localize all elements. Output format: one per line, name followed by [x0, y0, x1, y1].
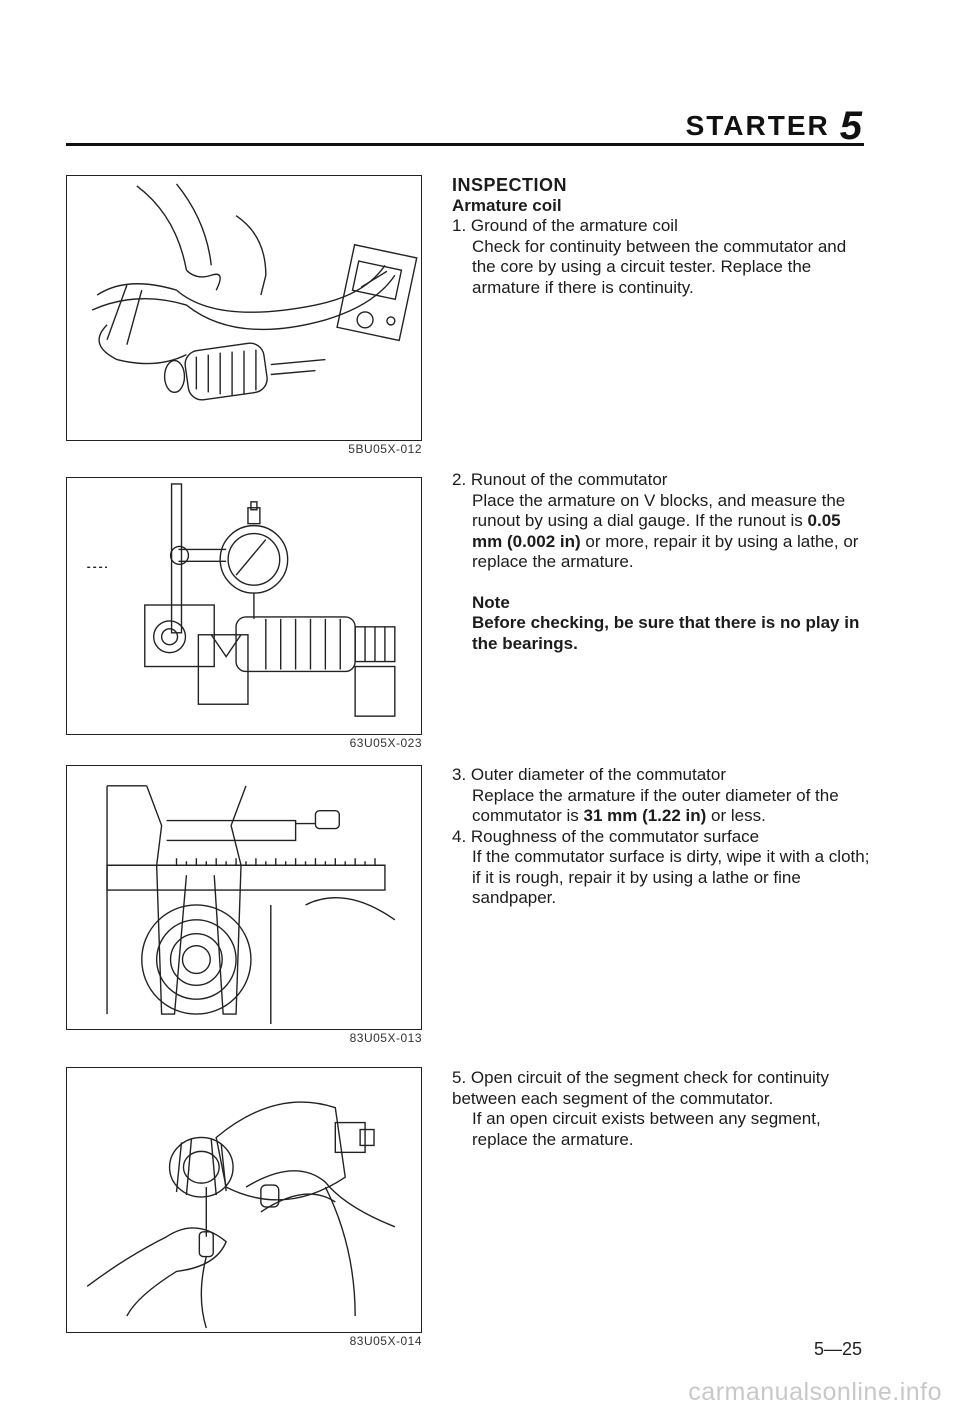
text-open-circuit: 5. Open circuit of the segment check for…: [452, 1068, 872, 1150]
header-title: STARTER: [685, 110, 830, 141]
figure-code: 63U05X-023: [349, 736, 422, 750]
item2-title: 2. Runout of the commutator: [452, 470, 668, 489]
item1-body: Check for continuity between the commuta…: [472, 236, 847, 297]
diameter-limit: 31 mm (1.22 in): [583, 806, 707, 825]
item5-body: If an open circuit exists between any se…: [472, 1109, 821, 1149]
item1-title: 1. Ground of the armature coil: [452, 216, 678, 235]
text-runout: 2. Runout of the commutator Place the ar…: [452, 470, 872, 654]
chapter-number: 5: [839, 104, 864, 148]
figure-commutator-runout: [66, 477, 422, 735]
figure-armature-ground-test: [66, 175, 422, 441]
item3-body: Replace the armature if the outer diamet…: [472, 785, 839, 826]
text-diameter-roughness: 3. Outer diameter of the commutator Repl…: [452, 765, 872, 909]
item5-title: 5. Open circuit of the segment check for…: [452, 1068, 830, 1108]
armature-coil-heading: Armature coil: [452, 195, 562, 215]
note-body: Before checking, be sure that there is n…: [472, 613, 860, 653]
item4-title: 4. Roughness of the commutator surface: [452, 826, 760, 846]
figure-code: 5BU05X-012: [348, 442, 422, 456]
figure-code: 83U05X-014: [349, 1334, 422, 1348]
figure-code: 83U05X-013: [349, 1031, 422, 1045]
watermark: carmanualsonline.info: [688, 1378, 942, 1406]
item4-body: If the commutator surface is dirty, wipe…: [472, 847, 870, 907]
item3-title: 3. Outer diameter of the commutator: [452, 765, 727, 784]
figure-commutator-diameter: [66, 765, 422, 1030]
note-heading: Note: [472, 592, 510, 612]
inspection-heading: INSPECTION: [452, 175, 568, 195]
header-rule: [66, 143, 864, 146]
text-armature-coil: INSPECTION Armature coil 1. Ground of th…: [452, 175, 872, 298]
page-header: STARTER 5: [685, 100, 864, 148]
figure-segment-open-circuit: [66, 1067, 422, 1333]
runout-limit: 0.05 mm (0.002 in): [472, 511, 841, 551]
item2-body: Place the armature on V blocks, and meas…: [472, 490, 859, 572]
page-number: 5—25: [813, 1339, 862, 1359]
